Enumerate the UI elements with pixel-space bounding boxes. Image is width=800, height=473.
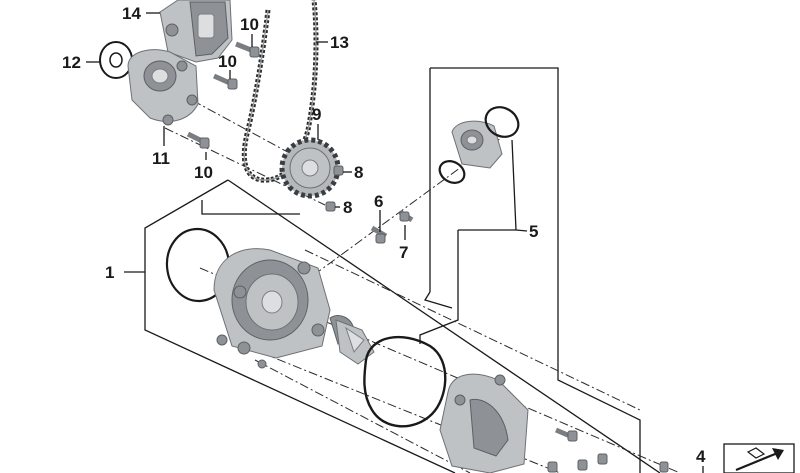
bolt-10-upper: [235, 41, 260, 58]
callout-8-lower: 8: [343, 198, 352, 217]
cover-bolt-4: [547, 461, 558, 473]
washer-plate: [99, 41, 133, 79]
callout-9: 9: [312, 105, 321, 124]
chain-tensioner: [159, 0, 233, 63]
frame-group-4: [430, 67, 641, 473]
bolt-7: [398, 209, 414, 223]
callout-1: 1: [105, 263, 114, 282]
part-group-symbol-icon: [723, 443, 795, 473]
gasket: [363, 335, 447, 428]
callout-4: 4: [696, 447, 706, 466]
screw-8-lower: [325, 201, 336, 212]
callout-10-middle: 10: [218, 52, 237, 71]
frame-group-1: [144, 179, 456, 473]
callout-10-lower: 10: [194, 163, 213, 182]
sprocket: [279, 137, 341, 199]
callout-13: 13: [330, 33, 349, 52]
axis-7: [304, 249, 641, 411]
small-housing: [451, 120, 503, 169]
bolt-10-lower: [186, 131, 210, 149]
leader-5: [458, 229, 528, 232]
axis-2: [164, 127, 326, 206]
axis-6: [254, 359, 471, 473]
pump-upper-housing: [127, 49, 199, 126]
pump-cover: [439, 373, 529, 473]
callout-11: 11: [152, 149, 170, 168]
callout-8-upper: 8: [354, 163, 363, 182]
water-pump-body: [213, 248, 331, 369]
callout-12: 12: [62, 53, 81, 72]
cover-bolt-2: [597, 453, 608, 465]
frame-group-3: [201, 200, 300, 215]
callout-10-upper: 10: [240, 15, 259, 34]
cover-bolt-1: [555, 427, 578, 442]
frame-group-4-lower: [423, 291, 453, 309]
timing-chain: [241, 0, 319, 183]
screw-8-upper: [333, 165, 344, 176]
frame-group-1-top: [227, 179, 661, 473]
frame-group-5: [419, 230, 459, 344]
leader-5b: [511, 139, 517, 231]
callout-14: 14: [122, 4, 141, 23]
bolt-10-middle: [212, 73, 238, 90]
impeller: [329, 315, 375, 365]
screw-4: [659, 461, 669, 473]
bolt-6: [370, 225, 388, 244]
callout-7: 7: [399, 243, 408, 262]
o-ring-upper: [484, 106, 520, 138]
callout-5: 5: [529, 222, 538, 241]
callout-6: 6: [374, 192, 383, 211]
cover-bolt-3: [577, 459, 588, 471]
o-ring-lower: [438, 160, 466, 184]
